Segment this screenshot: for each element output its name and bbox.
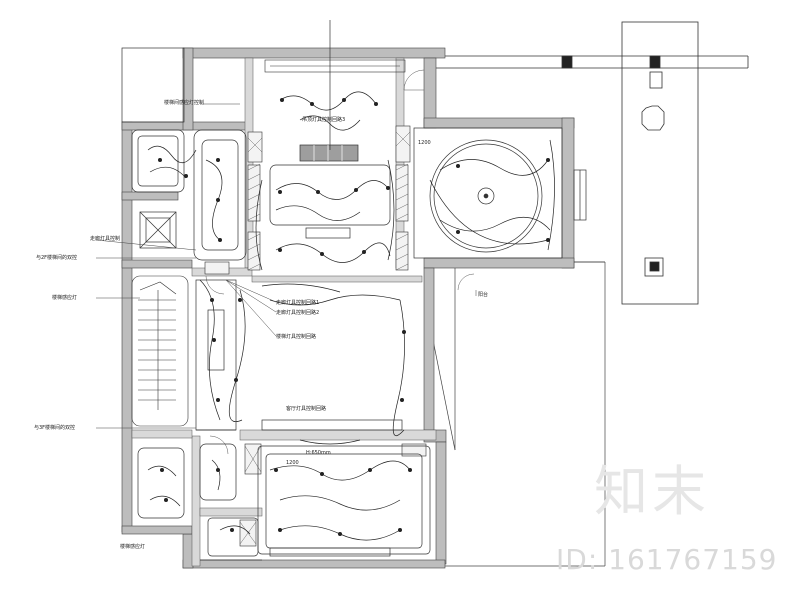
staircase bbox=[131, 275, 189, 427]
column-hatching bbox=[239, 131, 411, 545]
label-center-switch-1: 走廊灯具控制回路1 bbox=[276, 300, 320, 306]
watermark-id: ID: 161767159 bbox=[556, 543, 778, 576]
elevator bbox=[139, 211, 177, 249]
label-dim-marker-2: 1200 bbox=[286, 460, 299, 466]
label-left-lower-1: 与3F楼梯间的双控 bbox=[34, 425, 76, 431]
living-ceiling bbox=[269, 20, 391, 239]
label-center-switch-2: 走廊灯具控制回路2 bbox=[276, 310, 320, 316]
exterior-walls bbox=[121, 47, 575, 569]
watermark-logo: 知末 bbox=[594, 460, 710, 523]
column-blocks bbox=[204, 125, 427, 547]
label-right-room-note: 阳台 bbox=[478, 292, 489, 298]
door-swings bbox=[205, 69, 475, 455]
hallway bbox=[195, 279, 403, 431]
outline-lines bbox=[424, 261, 606, 567]
label-stair-light-switch: 楼梯间感应灯控制 bbox=[164, 100, 205, 106]
label-bottom-room-note: H:650mm bbox=[306, 450, 331, 456]
round-room bbox=[413, 127, 587, 259]
label-top-room-note: 吊顶灯具控制回路3 bbox=[302, 117, 346, 123]
left-bath bbox=[121, 47, 247, 261]
label-left-upper-1: 走廊灯具控制 bbox=[90, 236, 121, 242]
label-mid-room-note: 客厅灯具控制回路 bbox=[286, 406, 327, 412]
label-left-upper-2: 与2F楼梯间的双控 bbox=[36, 255, 78, 261]
label-center-switch-3: 楼梯灯具控制回路 bbox=[276, 334, 317, 340]
light-fixtures bbox=[158, 98, 550, 536]
top-window bbox=[264, 59, 406, 73]
bottom-rooms bbox=[137, 443, 431, 561]
label-dim-marker-1: 1200 bbox=[418, 140, 431, 146]
label-bottom-left-note: 楼梯感应灯 bbox=[120, 544, 146, 550]
label-stair-note: 楼梯感应灯 bbox=[52, 295, 78, 301]
exterior-terrace bbox=[430, 21, 749, 305]
leader-lines bbox=[95, 103, 477, 429]
